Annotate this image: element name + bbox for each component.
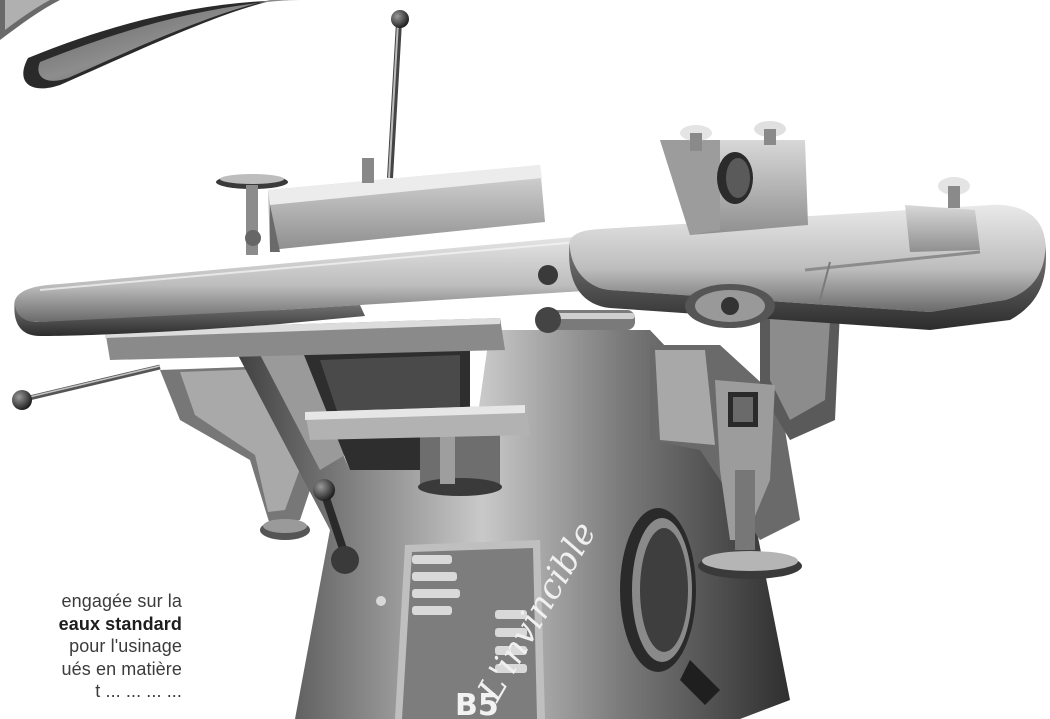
- indicator-dot: [376, 596, 386, 606]
- caption-text: engagée sur la eaux standard pour l'usin…: [0, 590, 182, 703]
- caption-line-3: pour l'usinage: [69, 636, 182, 656]
- left-table: [14, 230, 651, 336]
- side-lever: [12, 364, 161, 410]
- curved-blade-swoosh: [0, 0, 301, 89]
- caption-line-2: eaux standard: [58, 613, 182, 634]
- caption-line-4: ués en matière: [61, 658, 182, 679]
- pivot-mechanism: [535, 265, 775, 333]
- left-fence: [216, 158, 545, 255]
- vertical-rod-knob: [387, 10, 409, 179]
- caption-line-5: t ... ... ... ...: [95, 681, 182, 701]
- logo-plate: L'invincible B5: [395, 515, 604, 719]
- right-clamp: [660, 121, 980, 252]
- handwheel: [620, 508, 720, 705]
- caption-line-1: engagée sur la: [61, 591, 182, 611]
- right-housing: [650, 300, 840, 579]
- logo-model-text: B5: [455, 688, 499, 719]
- lower-lever: [313, 479, 359, 574]
